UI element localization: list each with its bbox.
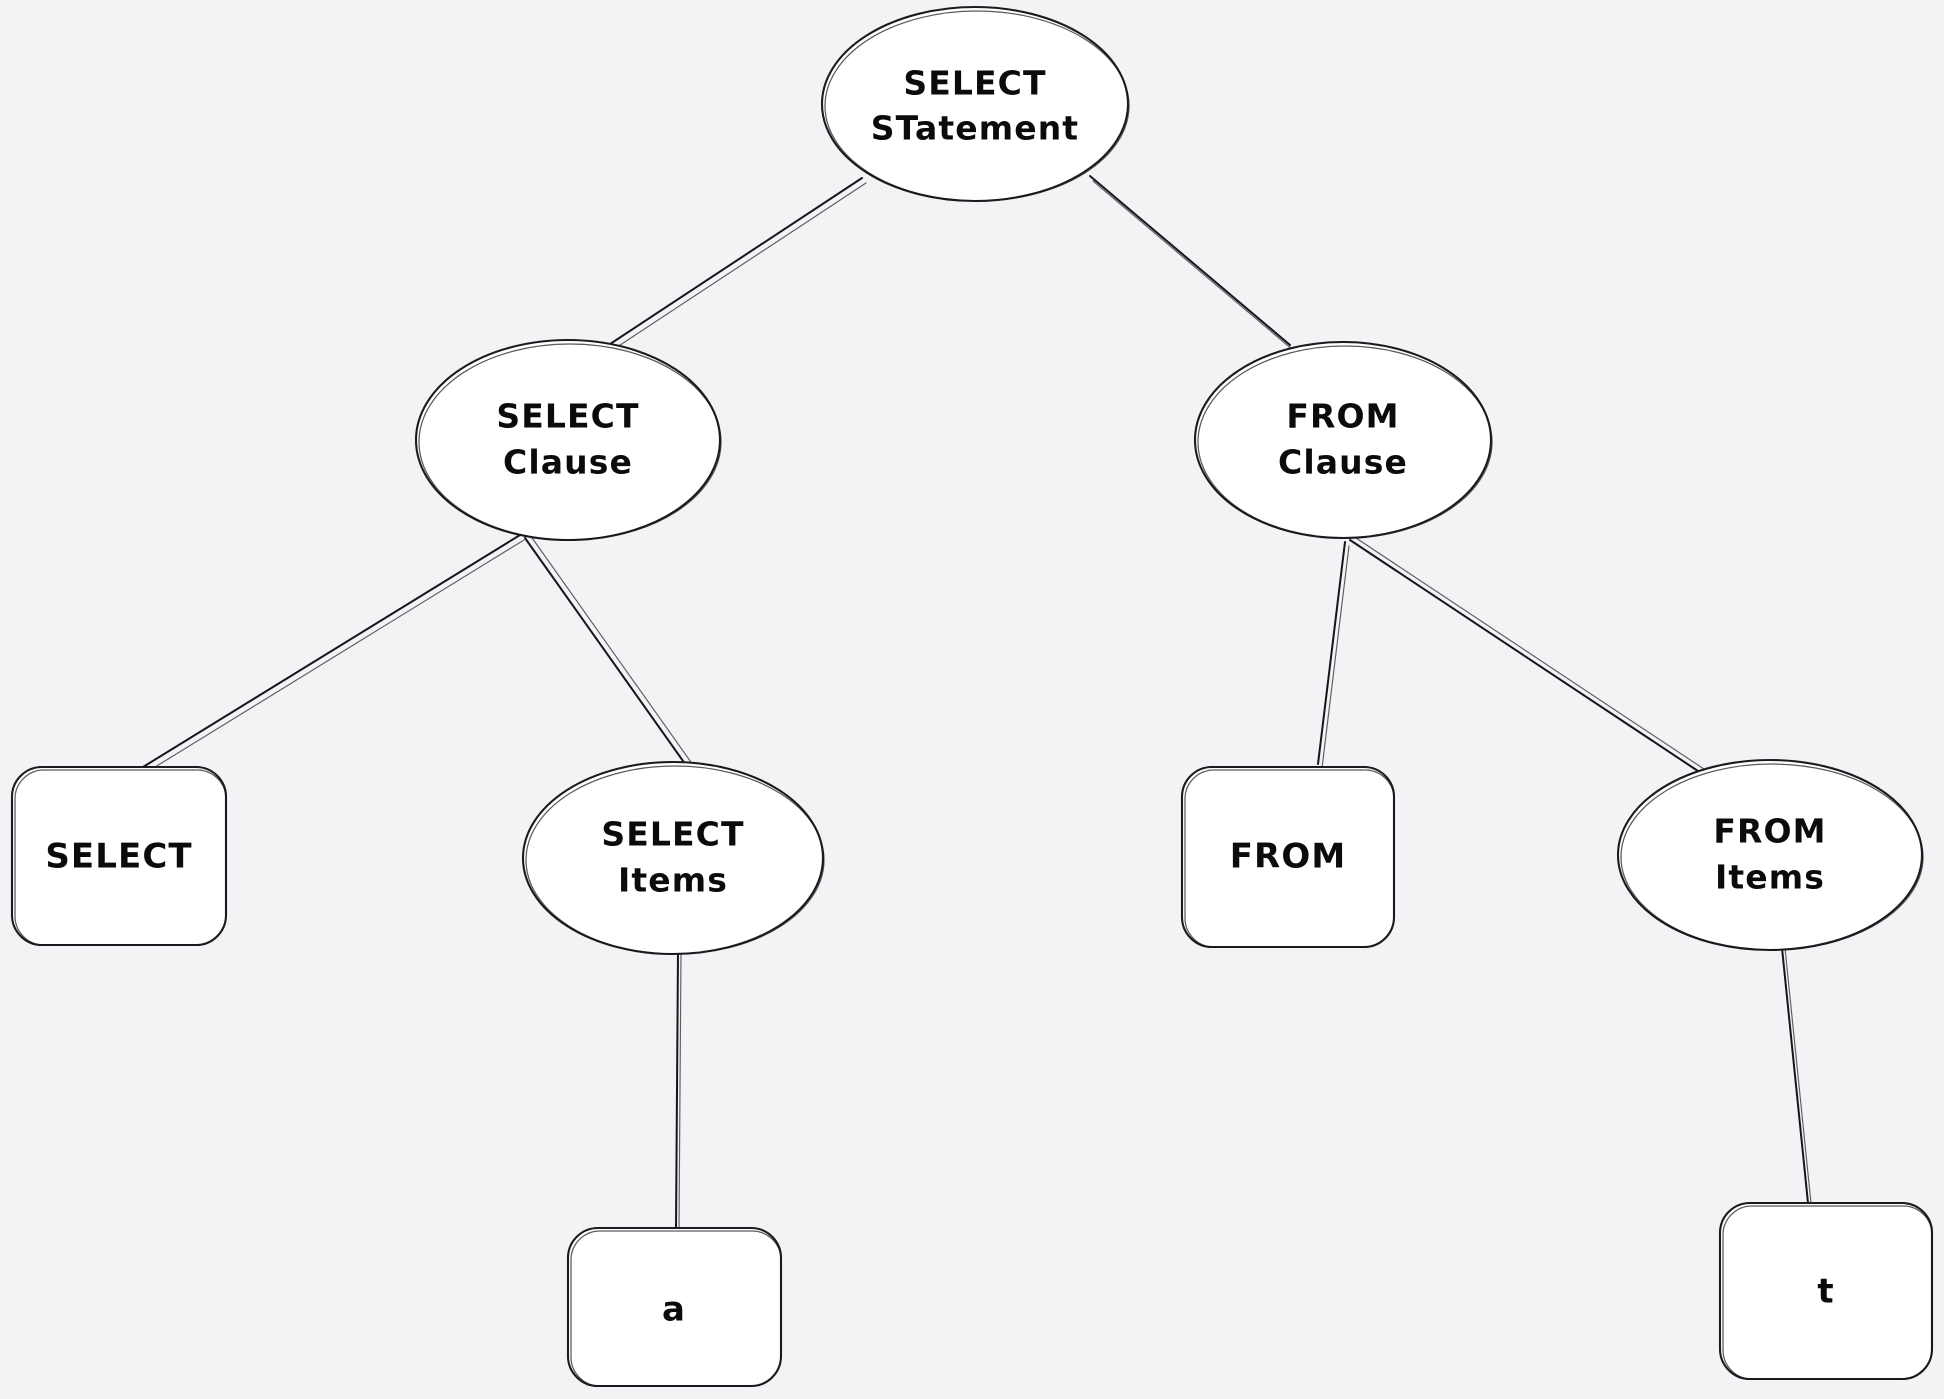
node-select-statement-label-line1: SELECT [903,64,1046,103]
node-select-clause-label-line1: SELECT [496,397,639,436]
node-select-terminal-label: SELECT [45,837,192,877]
node-from-clause-label-line2: Clause [1278,443,1408,482]
edge-select-items-to-column-terminal [675,951,682,1229]
edge-layer [142,175,1812,1229]
node-select-terminal[interactable]: SELECT [10,765,228,947]
node-table-terminal[interactable]: t [1718,1201,1934,1381]
node-from-clause-label-line1: FROM [1286,397,1399,436]
node-select-items-label-line2: Items [618,861,728,900]
node-select-statement-label-line2: STatement [871,109,1079,148]
edge-from-items-to-table-terminal [1781,947,1812,1204]
node-table-terminal-label: t [1817,1272,1834,1312]
node-select-clause-label-line2: Clause [503,443,633,482]
edge-root-to-from-clause [1089,175,1294,351]
node-from-clause[interactable]: FROM Clause [1193,340,1493,540]
edge-select-clause-to-select-terminal [142,534,525,773]
node-select-items[interactable]: SELECT Items [521,760,825,956]
node-select-statement[interactable]: SELECT STatement [820,5,1130,203]
node-from-items[interactable]: FROM Items [1616,758,1924,952]
edge-select-clause-to-select-items [524,534,694,769]
node-column-terminal-label: a [662,1290,686,1330]
node-from-items-label-line1: FROM [1713,812,1826,851]
node-from-terminal[interactable]: FROM [1180,765,1396,949]
node-column-terminal[interactable]: a [566,1226,783,1388]
node-select-clause[interactable]: SELECT Clause [414,338,722,542]
node-from-items-label-line2: Items [1715,858,1825,897]
edge-from-clause-to-from-items [1349,535,1720,784]
node-select-items-label-line1: SELECT [601,815,744,854]
node-from-terminal-label: FROM [1230,837,1347,877]
edge-root-to-select-clause [603,177,867,354]
edge-from-clause-to-from-terminal [1317,541,1350,769]
